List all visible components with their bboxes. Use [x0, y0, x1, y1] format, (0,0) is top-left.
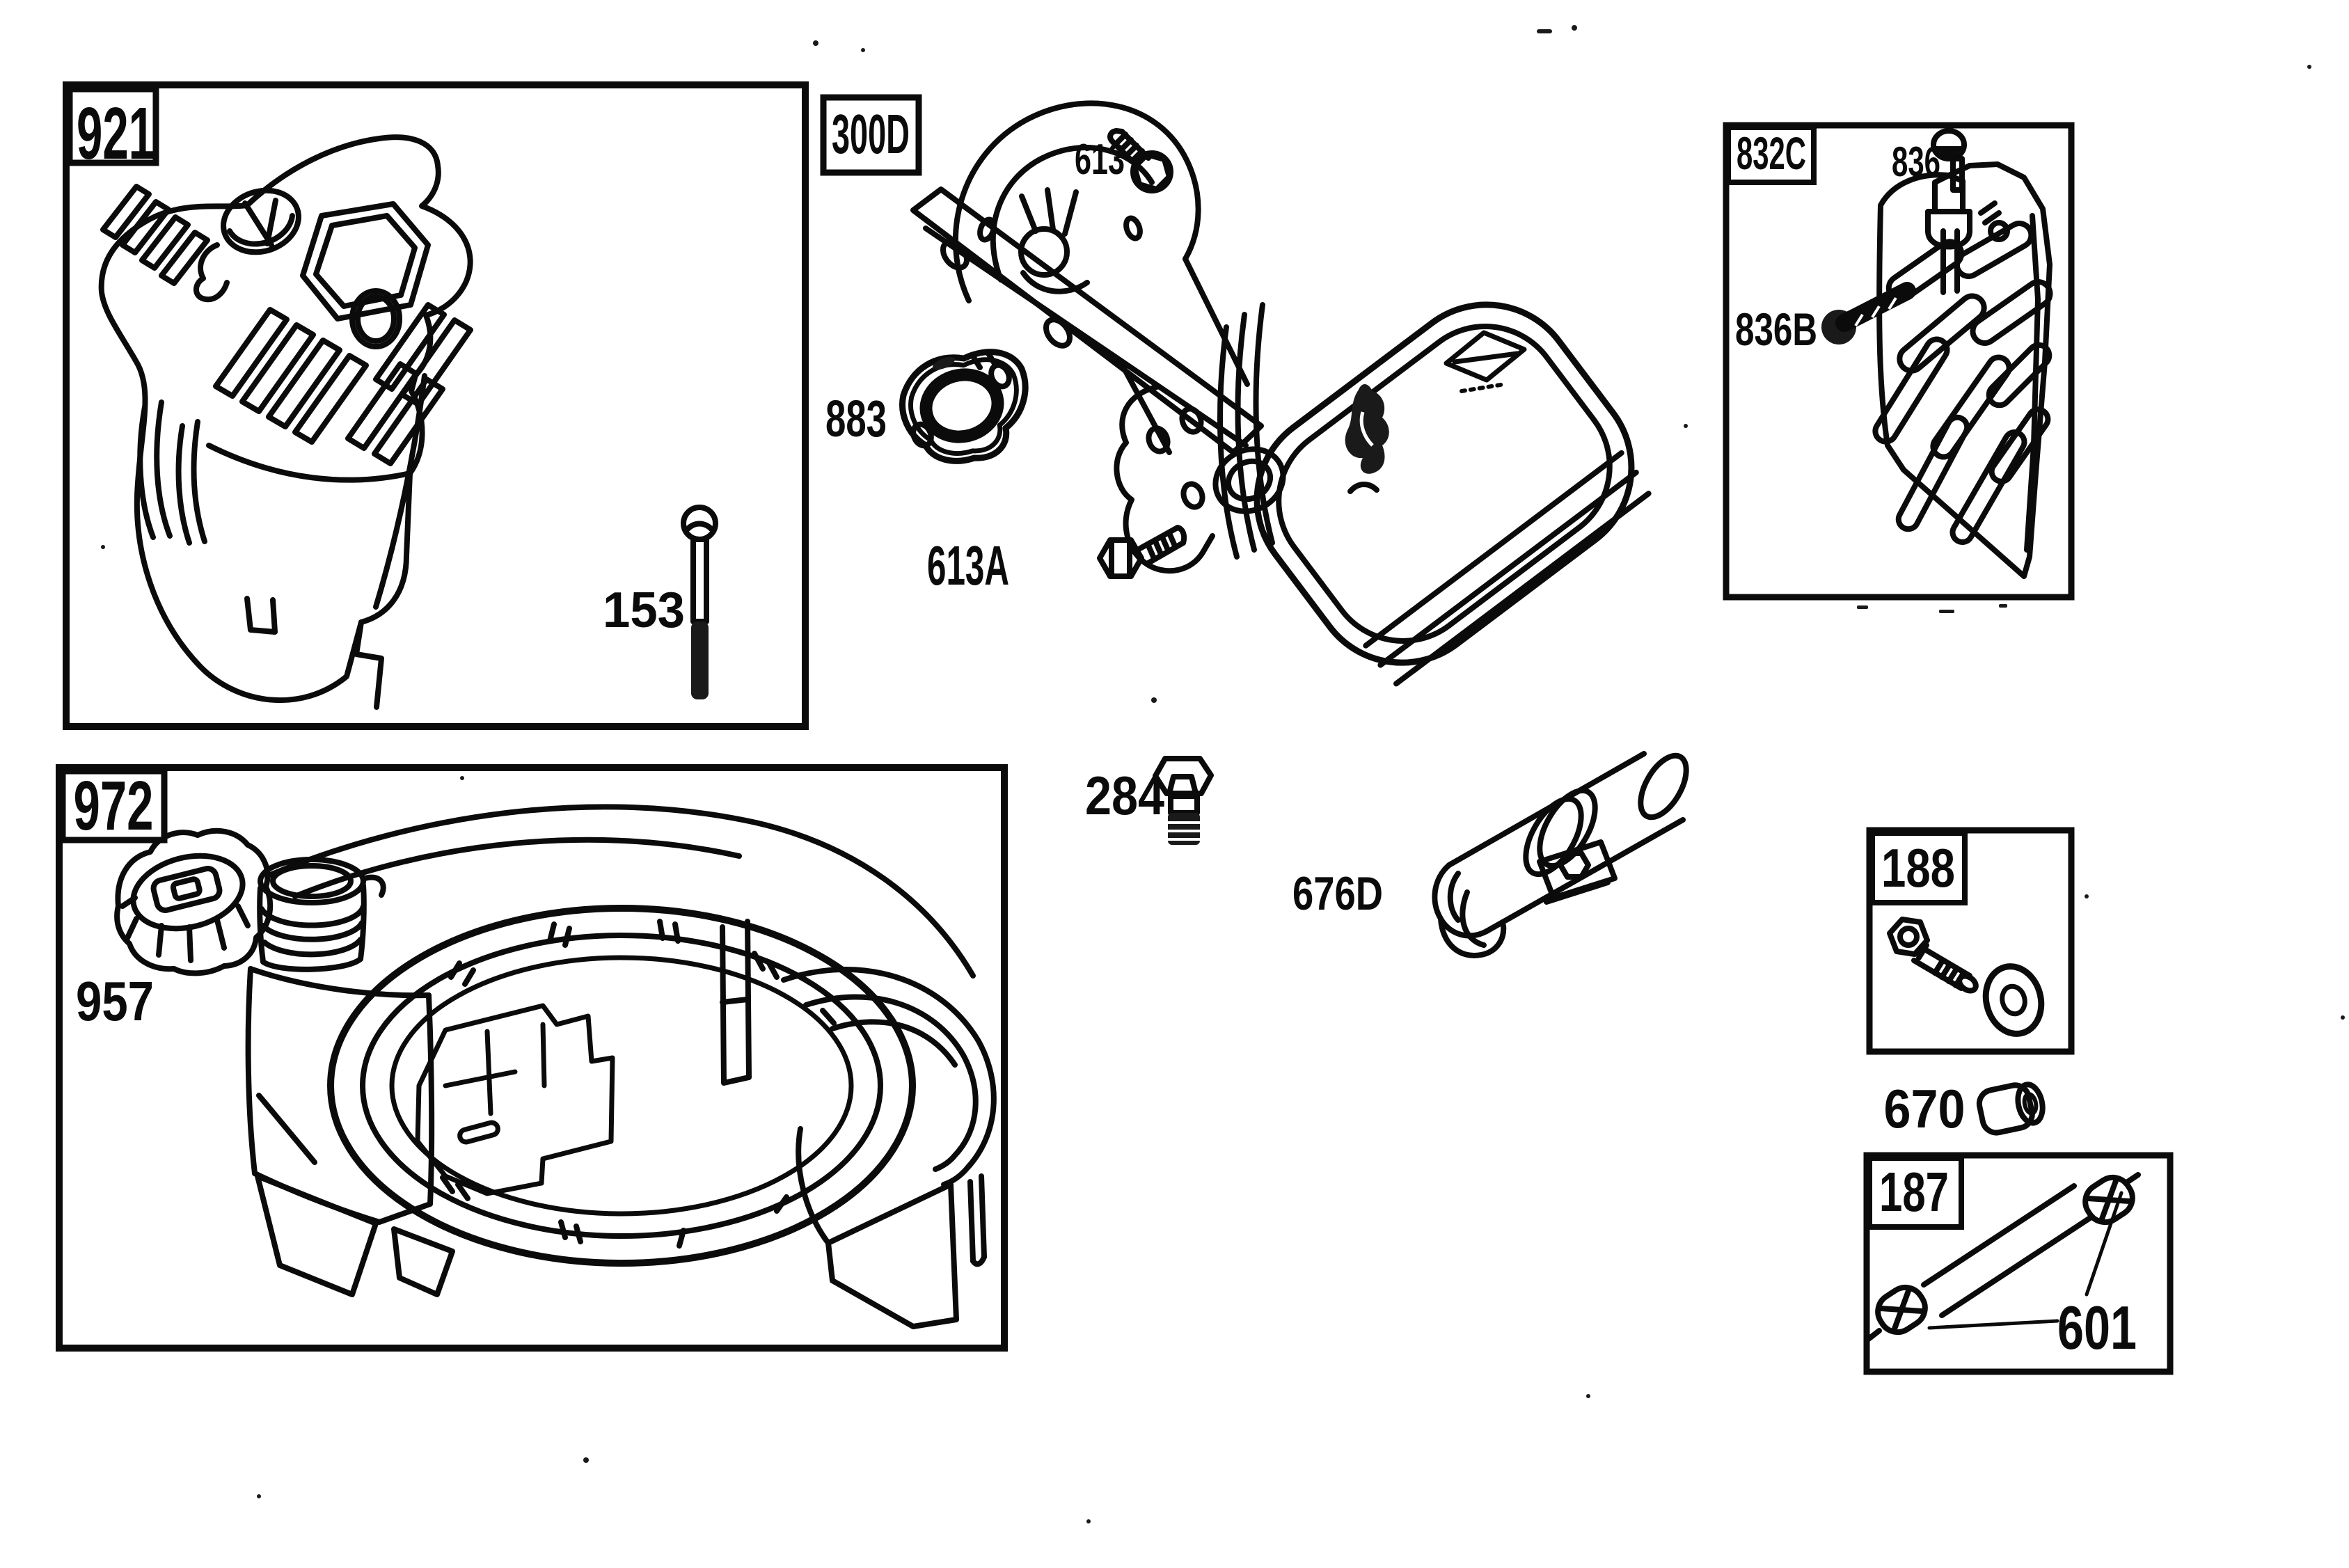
label-836B: 836B [1735, 303, 1817, 355]
label-921: 921 [77, 93, 155, 175]
hose-clamp-lower [1875, 1284, 1928, 1336]
label-972: 972 [74, 767, 154, 845]
label-601: 601 [2057, 1293, 2137, 1362]
label-box-187 [1867, 1155, 1964, 1230]
label-676D: 676D [1292, 867, 1383, 920]
screw-153 [681, 505, 718, 699]
gasket-883-mark [933, 356, 955, 370]
section-187: 187 601 [1863, 1152, 2174, 1375]
muffler-caution-underline [1347, 482, 1379, 494]
label-883: 883 [825, 390, 887, 448]
label-box-921 [66, 86, 159, 166]
label-box-832C [1725, 125, 1817, 185]
bushing-670-art [1976, 1082, 2046, 1136]
deflector-676D-art [1432, 751, 1689, 958]
label-613A: 613A [927, 534, 1009, 596]
gasket-883 [899, 349, 1029, 464]
muffler-caution-mark [1345, 384, 1389, 474]
blower-housing-cover-art [98, 134, 473, 710]
label-670: 670 [1884, 1078, 1966, 1139]
section-832C: 832C 836 836B [1723, 122, 2075, 601]
label-300D: 300D [832, 103, 910, 165]
fuel-tank-assembly-art [114, 804, 997, 1329]
hose-clamp-upper [2082, 1174, 2135, 1226]
bolt-836B [1821, 282, 1916, 345]
label-613: 613 [1075, 136, 1125, 184]
bolt-284-thread-lines [1168, 821, 1200, 841]
screw-153-threads [691, 621, 709, 699]
section-921: 921 153 [63, 81, 809, 730]
label-box-188 [1869, 830, 1968, 905]
section-972: 972 957 [56, 764, 1008, 1352]
bolt-613 [1107, 128, 1173, 193]
muffler-caution-mark-detail [1359, 411, 1374, 447]
bolt-washer-188-art [1887, 917, 2045, 1037]
bolt-613A [1097, 525, 1187, 579]
scan-specks [101, 25, 2345, 1523]
bolt-284-threads [1168, 813, 1200, 845]
label-box-972 [59, 768, 168, 844]
section-300D: 300D 613 883 613A 284 [820, 94, 1652, 845]
label-153: 153 [603, 583, 685, 638]
label-284: 284 [1085, 765, 1164, 826]
fuel-hose-art [1864, 1172, 2141, 1343]
label-188: 188 [1881, 837, 1955, 898]
label-box-300D [820, 94, 922, 176]
section-188: 188 [1866, 827, 2075, 1055]
bolt-284 [1153, 756, 1214, 845]
label-957: 957 [76, 970, 154, 1032]
label-187: 187 [1879, 1161, 1949, 1223]
label-832C: 832C [1737, 127, 1806, 179]
label-836: 836 [1892, 138, 1940, 185]
